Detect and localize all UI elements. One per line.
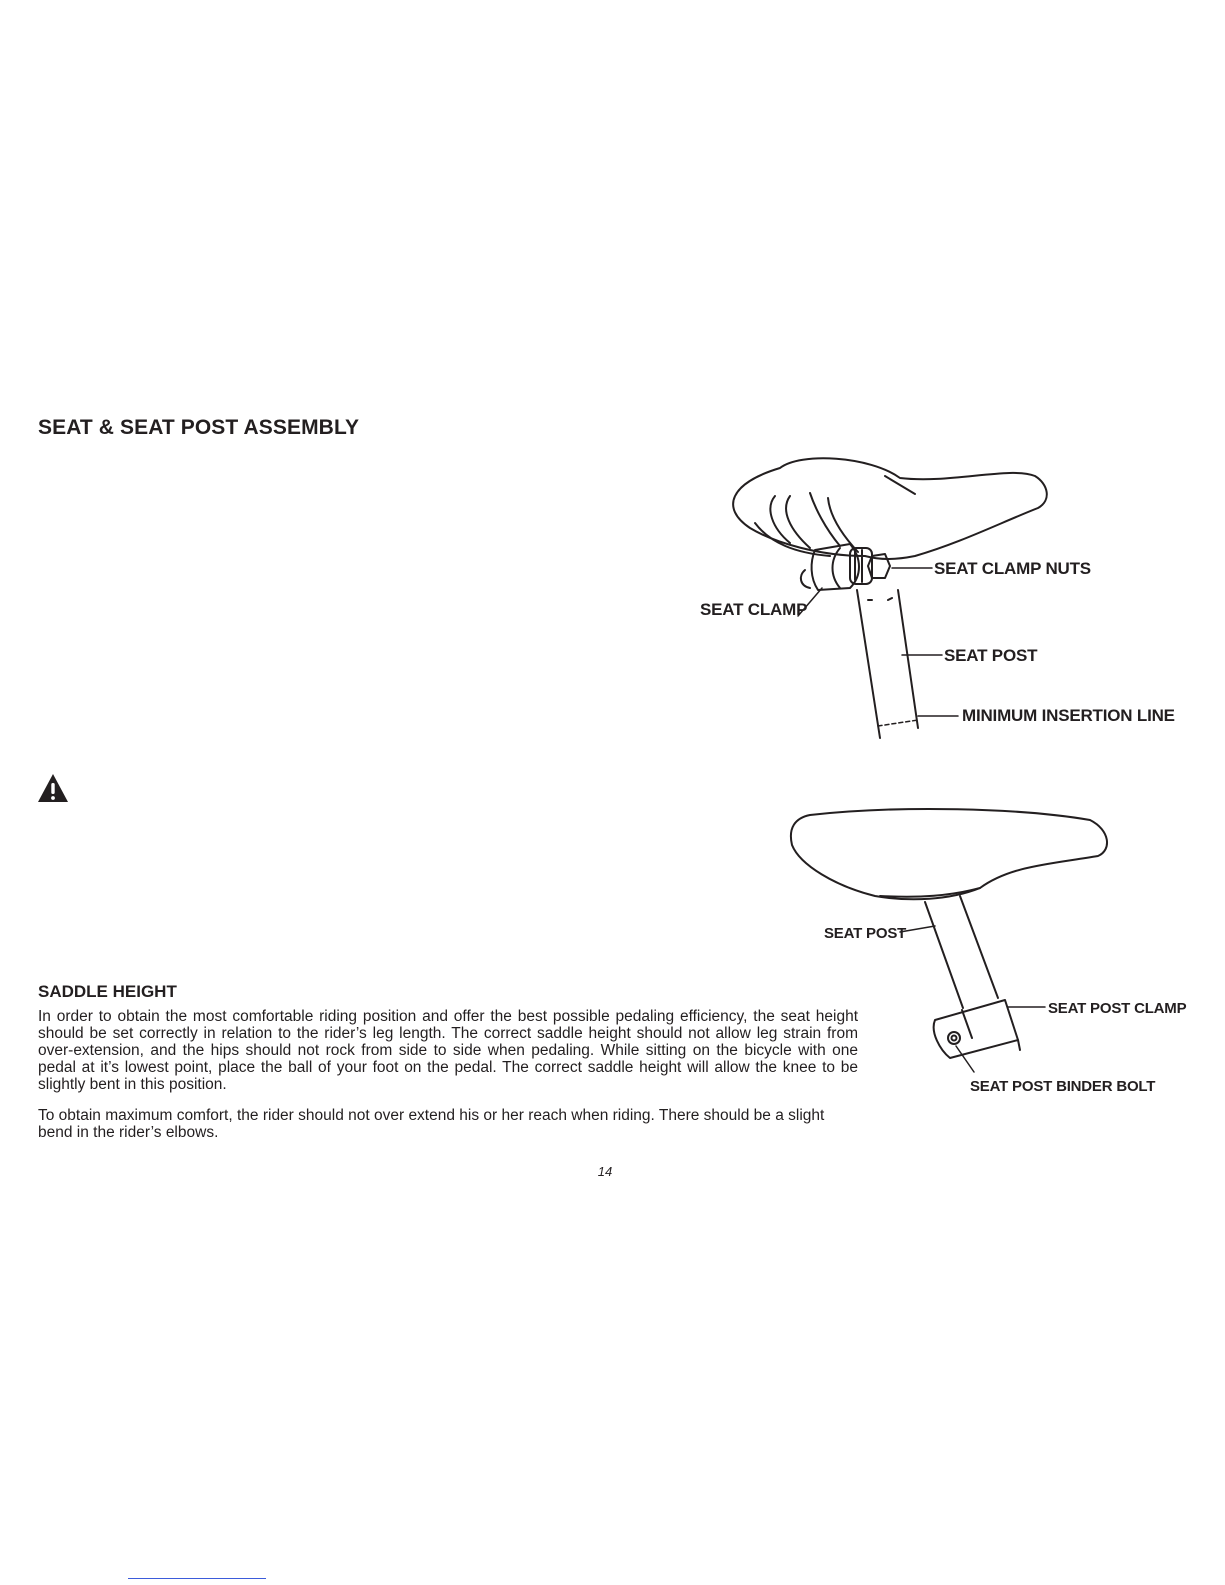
label-seat-post-clamp: SEAT POST CLAMP: [1048, 1000, 1187, 1017]
bottom-link-underline[interactable]: [128, 1578, 266, 1579]
page-number: 14: [597, 1164, 613, 1179]
label-seat-post: SEAT POST: [944, 646, 1038, 665]
label-seat-clamp-nuts: SEAT CLAMP NUTS: [934, 559, 1091, 578]
seat-post-clamp-shape: [932, 999, 1019, 1059]
label-minimum-insertion-line: MINIMUM INSERTION LINE: [962, 706, 1175, 725]
label-seat-clamp: SEAT CLAMP: [700, 600, 807, 619]
binder-bolt-shape: [947, 1031, 961, 1045]
seat-clamp-nut-shape: [867, 553, 891, 579]
label-seat-post-2: SEAT POST: [824, 925, 906, 942]
label-seat-post-binder-bolt: SEAT POST BINDER BOLT: [970, 1078, 1155, 1095]
saddle-outline: [732, 457, 1048, 560]
minimum-insertion-line: [877, 719, 919, 727]
saddle-height-paragraph-1: In order to obtain the most comfortable …: [38, 1008, 858, 1093]
saddle-height-paragraph-2: To obtain maximum comfort, the rider sho…: [38, 1107, 825, 1141]
warning-triangle-icon: [38, 774, 68, 802]
seat-post-clamp-diagram: SEAT POST SEAT POST CLAMP SEAT POST BIND…: [790, 807, 1187, 1095]
section-title: SEAT & SEAT POST ASSEMBLY: [38, 416, 360, 439]
seat-clamp-diagram: SEAT CLAMP NUTS SEAT CLAMP SEAT POST MIN…: [700, 457, 1175, 739]
seat-post-shape: [856, 589, 919, 739]
saddle-height-title: SADDLE HEIGHT: [38, 982, 177, 1001]
seat-post-shape-2: [924, 895, 999, 1009]
saddle-outline-2: [790, 807, 1108, 901]
